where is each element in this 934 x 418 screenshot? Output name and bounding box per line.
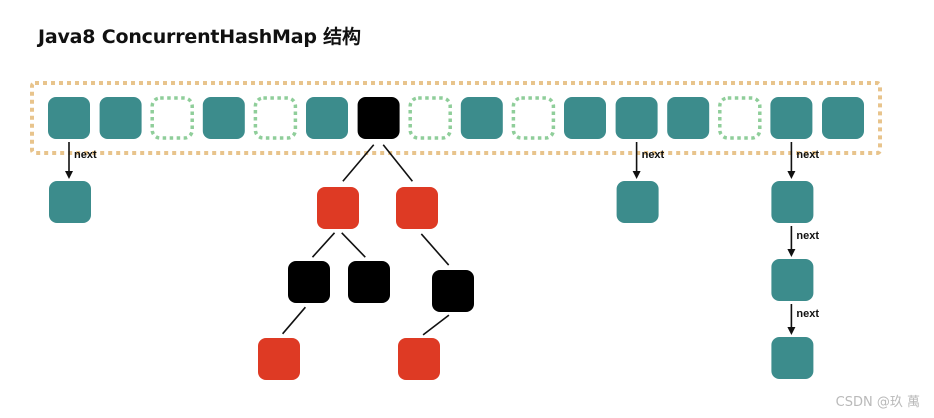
black-tree-node <box>288 261 330 303</box>
bucket-array <box>48 96 864 140</box>
tree-edge <box>342 144 375 182</box>
tree-edge <box>311 232 336 258</box>
red-tree-node <box>396 187 438 229</box>
next-label: next <box>796 149 819 161</box>
filled-bucket <box>615 97 658 139</box>
filled-bucket <box>770 97 813 139</box>
watermark: CSDN @玖 萬 <box>835 395 920 410</box>
list-node <box>771 181 814 223</box>
red-tree-node <box>258 338 300 380</box>
filled-bucket <box>202 97 245 139</box>
empty-bucket <box>253 96 298 140</box>
tree-edge <box>420 233 450 266</box>
list-node <box>771 259 814 301</box>
next-label: next <box>74 149 97 161</box>
nodes <box>49 181 814 380</box>
empty-bucket <box>150 96 194 140</box>
red-tree-node <box>398 338 440 380</box>
filled-bucket <box>460 97 503 139</box>
list-node <box>771 337 814 379</box>
tree-edge <box>341 232 366 258</box>
empty-bucket <box>511 96 556 140</box>
filled-bucket <box>822 97 864 139</box>
bucket-array-border <box>30 81 882 155</box>
next-label: next <box>796 308 819 320</box>
labels: next next next next next <box>74 149 819 320</box>
diagram-title: Java8 ConcurrentHashMap 结构 <box>38 26 361 48</box>
filled-bucket <box>99 97 142 139</box>
red-tree-node <box>317 187 359 229</box>
tree-edge <box>382 144 414 182</box>
empty-bucket <box>408 96 452 140</box>
list-node <box>616 181 659 223</box>
empty-bucket <box>718 96 762 140</box>
filled-bucket <box>306 97 348 139</box>
tree-root-bucket <box>357 97 400 139</box>
tree-edge <box>281 306 307 335</box>
black-tree-node <box>432 270 474 312</box>
next-label: next <box>796 230 819 242</box>
black-tree-node <box>348 261 390 303</box>
next-label: next <box>642 149 665 161</box>
edges <box>65 142 796 336</box>
filled-bucket <box>564 97 606 139</box>
filled-bucket <box>667 97 710 139</box>
list-node <box>49 181 91 223</box>
tree-edge <box>422 314 450 336</box>
filled-bucket <box>48 97 90 139</box>
